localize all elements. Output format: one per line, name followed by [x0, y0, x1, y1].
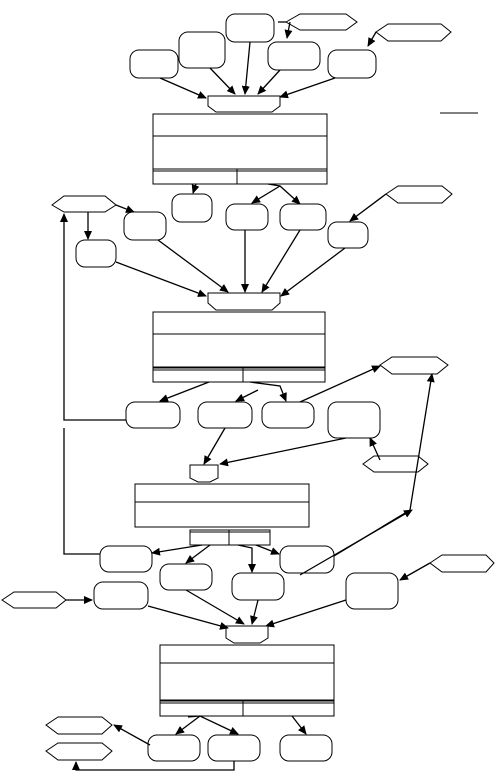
stage3-input-hexagon [362, 455, 429, 473]
stage5-node-c [279, 734, 333, 762]
stage3-merge-tray [189, 464, 219, 483]
stage1-input-hexagon-a [284, 13, 358, 31]
stage5-node-b [207, 734, 261, 762]
stage3-node-d [327, 401, 381, 439]
stage4-output-bar [159, 700, 335, 717]
stage2-input-hexagon [385, 185, 453, 204]
stage1-output-bar [152, 168, 328, 185]
stage1-node-d [327, 49, 377, 79]
stage3-output-bar [189, 529, 271, 546]
stage1-node-b [129, 49, 179, 79]
stage5-output-hexagon-b [45, 742, 113, 761]
stage2-loop-hexagon [51, 195, 117, 213]
stage1-merge-tray [207, 95, 281, 113]
stage4-input-hexagon-right [429, 554, 495, 573]
stage5-output-hexagon-a [45, 716, 113, 735]
stage-4 [1, 373, 495, 717]
stage4-process-box [159, 644, 335, 701]
stage2-merge-tray [207, 292, 281, 311]
stage1-process-box [152, 113, 328, 170]
stage-2 [51, 183, 453, 383]
stage1-node-top [225, 13, 275, 43]
stage4-input-hexagon-left [1, 591, 67, 609]
stage3-output-hexagon [379, 356, 449, 375]
stage2-node-a [171, 193, 213, 223]
stage4-merge-tray [225, 625, 269, 644]
stage3-process-box [134, 483, 310, 528]
stage2-process-box [152, 311, 326, 368]
stage2-output-bar [152, 367, 326, 383]
stage3-node-b [197, 401, 253, 429]
stage4-node-a [99, 545, 153, 573]
stage4-node-c [279, 545, 335, 574]
stage2-node-c [225, 203, 269, 231]
stage1-node-c [267, 41, 321, 71]
stage3-node-c [261, 401, 315, 429]
stage-5 [45, 715, 333, 771]
stage1-node-a [178, 31, 226, 69]
stage4-node-d [231, 572, 285, 601]
stage5-node-a [147, 734, 201, 762]
stage4-node-e [93, 581, 149, 610]
stage4-node-f [345, 572, 399, 610]
stage2-node-e [327, 221, 369, 249]
stage-3 [60, 213, 449, 546]
stage2-node-d [279, 203, 327, 231]
stage-1 [129, 13, 478, 185]
stage1-input-hexagon-b [375, 23, 452, 42]
stage4-node-b [159, 563, 213, 591]
stage2-node-f [75, 239, 117, 268]
stage3-node-a [125, 401, 181, 429]
stage2-node-b [123, 211, 167, 241]
